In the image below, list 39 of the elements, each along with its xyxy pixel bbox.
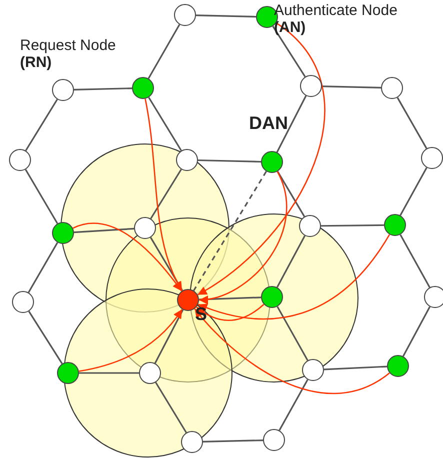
link-line: [74, 228, 134, 234]
link-line: [202, 439, 264, 443]
arrow: [197, 22, 326, 296]
link-line: [198, 296, 262, 300]
link-line: [196, 14, 256, 18]
link-line: [276, 95, 307, 153]
link-line: [79, 372, 139, 374]
link-line: [276, 306, 308, 361]
link-line: [278, 379, 308, 431]
node-label: DAN: [249, 115, 289, 132]
link-line: [402, 306, 430, 357]
link-line: [276, 171, 306, 217]
dashed-link: [193, 170, 267, 292]
arrow: [198, 234, 390, 320]
arrow: [194, 308, 390, 394]
link-line: [322, 85, 382, 89]
link-line: [150, 237, 184, 291]
link-line: [28, 242, 58, 293]
link-line: [148, 24, 180, 79]
link-line: [400, 234, 430, 288]
link-line: [396, 97, 428, 149]
arrow: [72, 222, 182, 292]
link-line: [155, 382, 187, 434]
link-line: [74, 87, 132, 91]
link-line: [28, 310, 63, 364]
link-line: [321, 224, 384, 227]
link-line: [150, 168, 182, 220]
link-line: [276, 235, 306, 288]
arrow: [198, 171, 288, 304]
text-label: Request Node (RN): [20, 37, 117, 71]
link-line: [400, 167, 428, 216]
link-line: [148, 96, 182, 152]
arrow: [78, 308, 183, 372]
link-line: [324, 366, 388, 370]
link-line: [198, 159, 262, 163]
link-line: [24, 169, 58, 224]
arrow: [144, 98, 183, 292]
link-line: [25, 98, 58, 152]
link-line: [154, 309, 184, 364]
